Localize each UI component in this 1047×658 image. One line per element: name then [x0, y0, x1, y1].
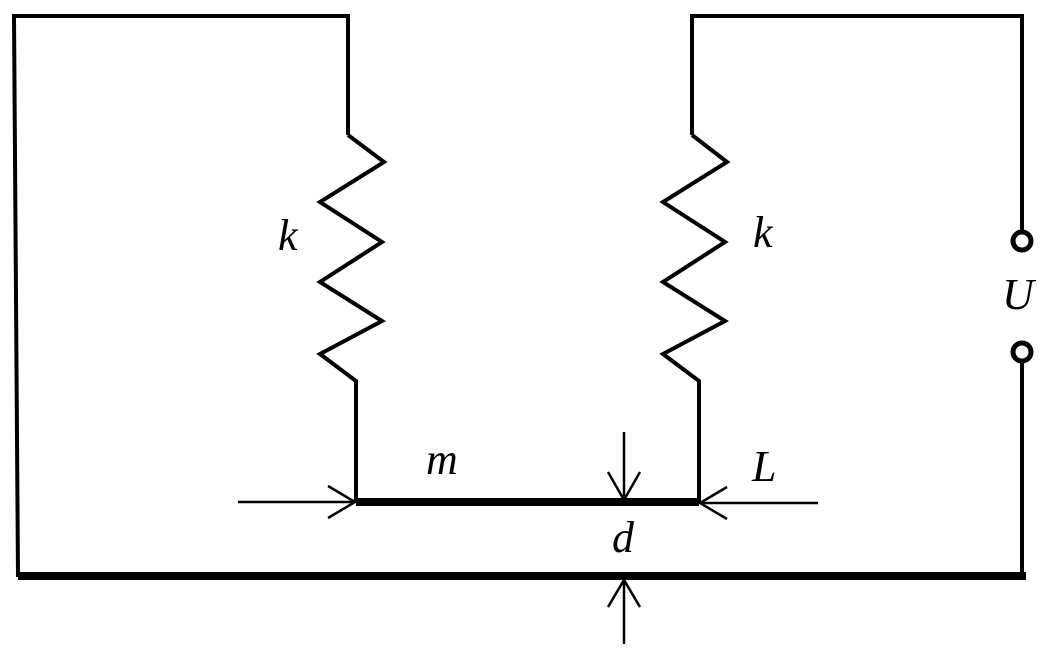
left-wire: [11, 14, 350, 578]
gap-arrow-top: [606, 432, 642, 503]
voltage-label: U: [1002, 270, 1037, 319]
right-wire-top: [690, 14, 1024, 230]
terminal-top: [1010, 229, 1034, 253]
length-arrow-left: [238, 484, 358, 520]
spring-constant-label-right: k: [753, 208, 774, 257]
left-spring: [316, 133, 388, 502]
mass-label: m: [426, 435, 458, 484]
gap-label: d: [612, 513, 635, 562]
length-label: L: [751, 442, 776, 491]
right-spring: [659, 133, 731, 502]
gap-arrow-bottom: [606, 577, 642, 644]
terminal-bottom: [1010, 340, 1034, 364]
length-arrow-right: [697, 485, 818, 521]
spring-constant-label-left: k: [278, 211, 299, 260]
